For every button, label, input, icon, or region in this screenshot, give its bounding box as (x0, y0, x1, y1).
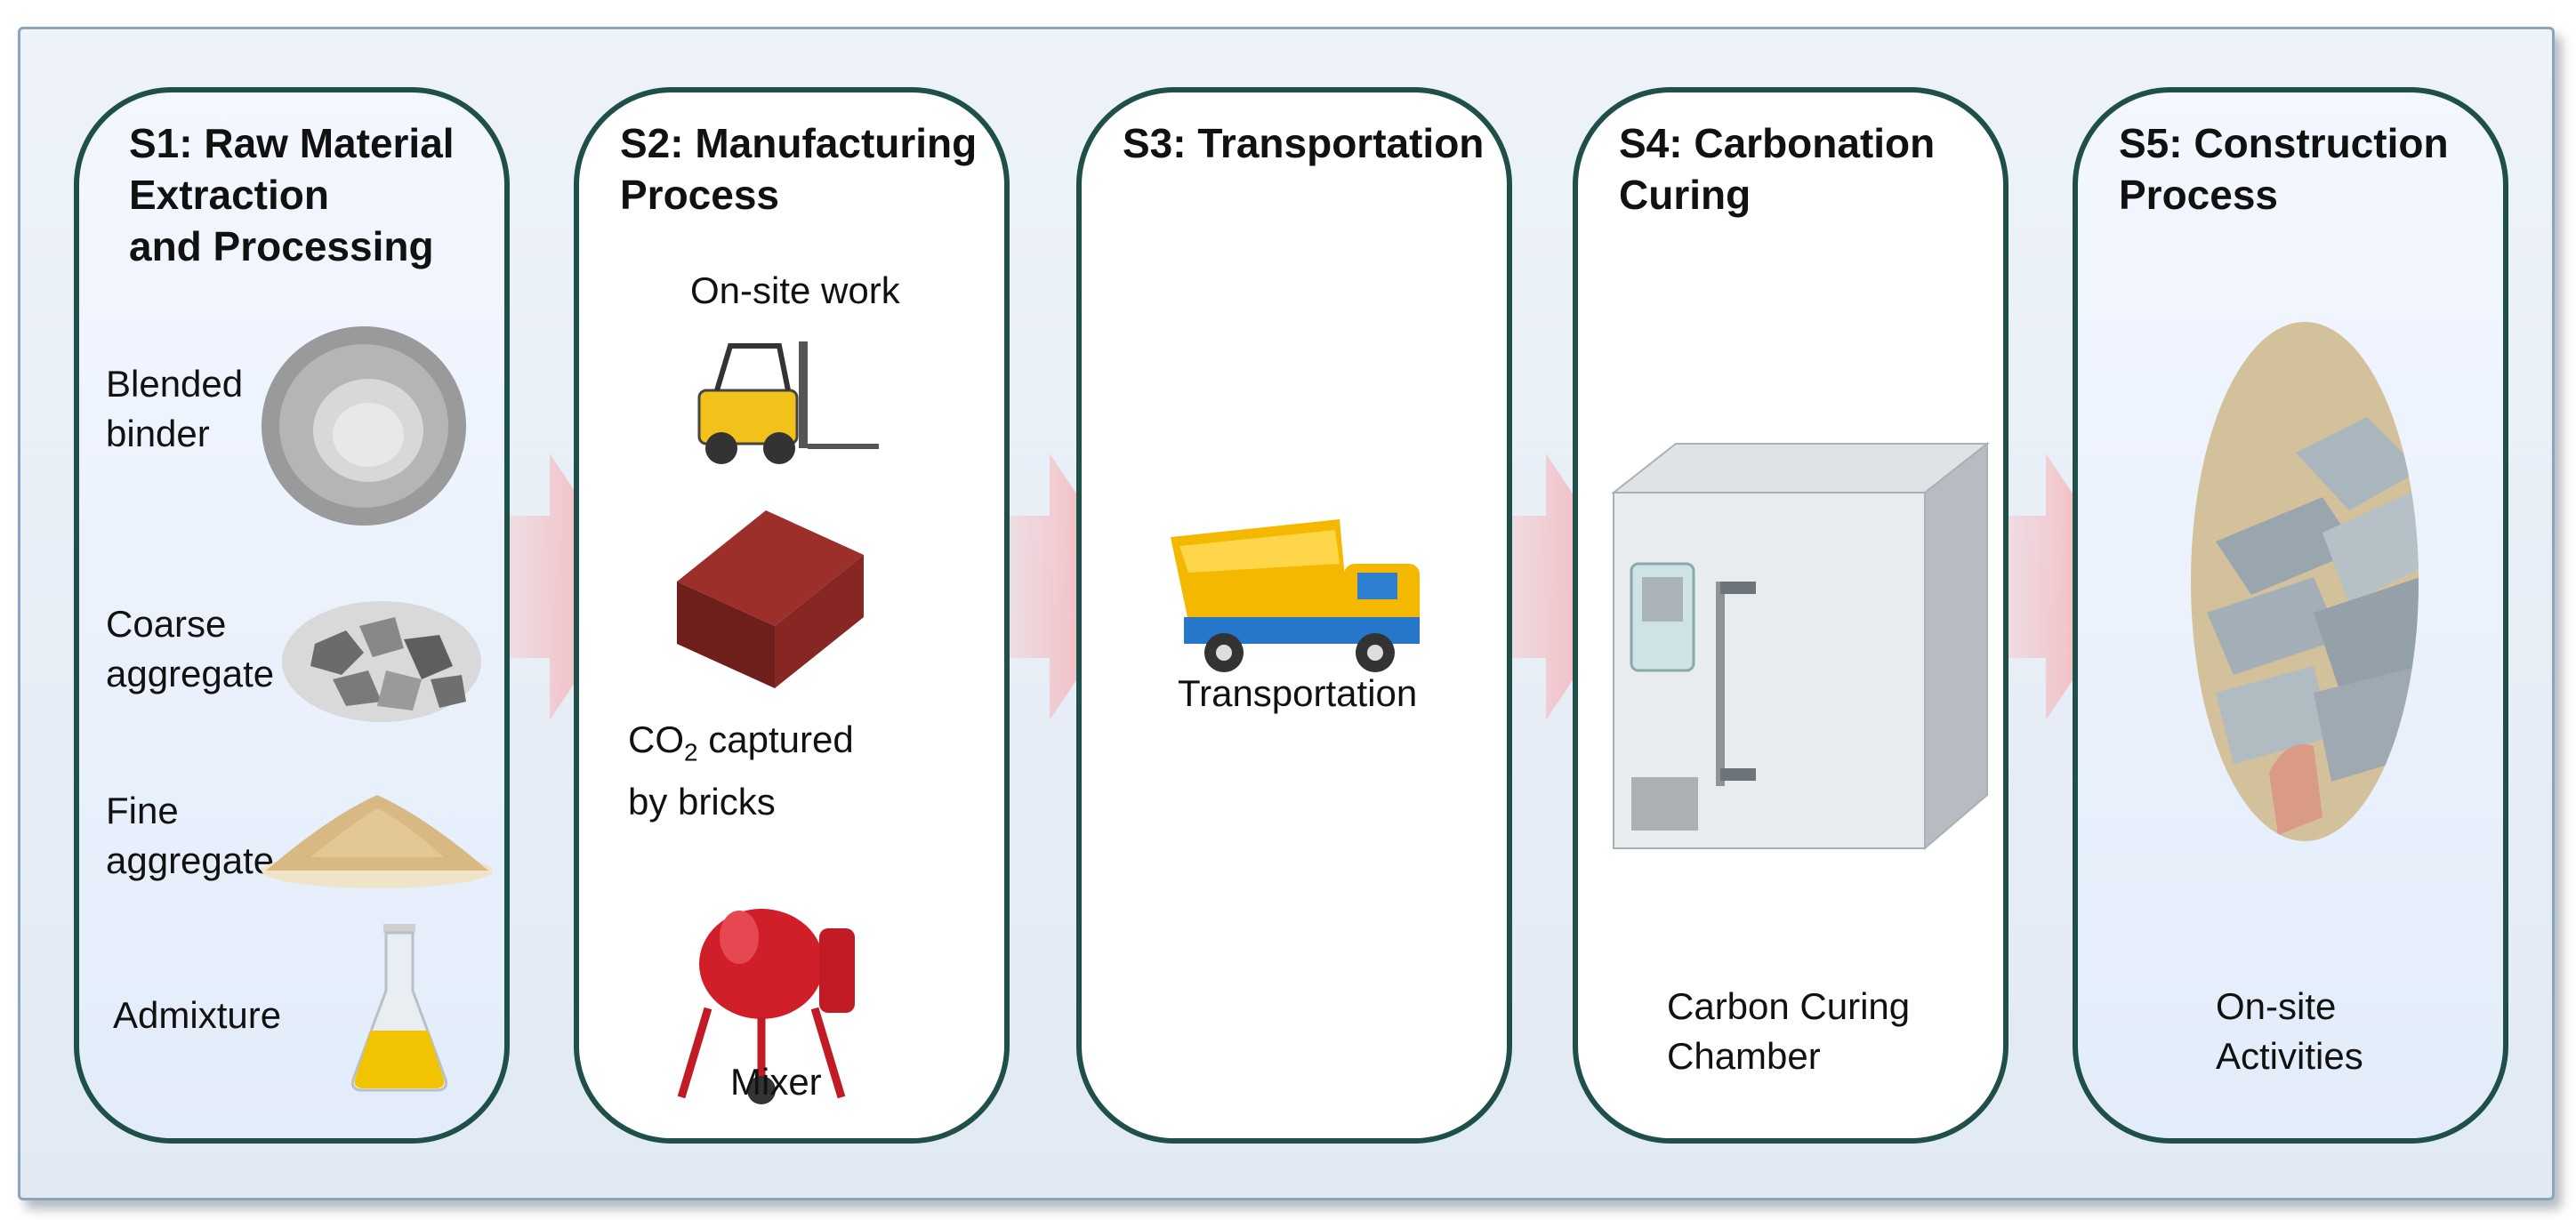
flow-arrow-3 (1484, 453, 1635, 720)
stage-s1-raw-material: S1: Raw Material Extraction and Processi… (74, 87, 510, 1144)
flow-arrow-1 (487, 453, 639, 720)
stage-s2-manufacturing: S2: Manufacturing Process On-site work C… (574, 87, 1010, 1144)
stage-title: S3: Transportation (1123, 120, 1485, 166)
flow-arrow-4 (1984, 453, 2135, 720)
stage-title: S1: Raw Material Extraction and Processi… (129, 120, 455, 269)
stage-title: S4: Carbonation Curing (1619, 120, 1936, 218)
label-onsite-work: On-site work (690, 269, 900, 311)
stage-title: S2: Manufacturing Process (620, 120, 978, 218)
label-fine-aggregate: Fine aggregate (106, 790, 275, 881)
label-transportation: Transportation (1178, 672, 1418, 714)
sand-pile-icon (262, 795, 493, 888)
label-blended-binder: Blended binder (106, 363, 244, 454)
flask-icon (351, 924, 447, 1092)
curing-chamber-icon (1611, 441, 1990, 851)
brick-icon (677, 510, 864, 688)
stage-s4-carbonation-curing: S4: Carbonation Curing Carbon Curing Cha… (1573, 87, 2008, 1144)
gravel-icon (282, 601, 481, 722)
label-onsite-activities: On-site Activities (2216, 985, 2363, 1077)
label-admixture: Admixture (113, 994, 282, 1036)
paving-bricks-icon (2191, 322, 2419, 841)
concrete-mixer-icon (677, 909, 855, 1104)
stage-s5-construction: S5: Construction Process On-site Activit… (2073, 87, 2508, 1144)
dump-truck-icon (1171, 519, 1420, 672)
cement-powder-icon (262, 326, 466, 526)
label-carbon-curing-chamber: Carbon Curing Chamber (1667, 985, 1911, 1077)
stage-title: S5: Construction Process (2119, 120, 2449, 218)
flow-arrow-2 (987, 453, 1139, 720)
label-mixer: Mixer (730, 1061, 822, 1103)
label-coarse-aggregate: Coarse aggregate (106, 603, 275, 694)
forklift-icon (697, 341, 879, 464)
stage-s3-transportation: S3: Transportation Transportation (1076, 87, 1512, 1144)
